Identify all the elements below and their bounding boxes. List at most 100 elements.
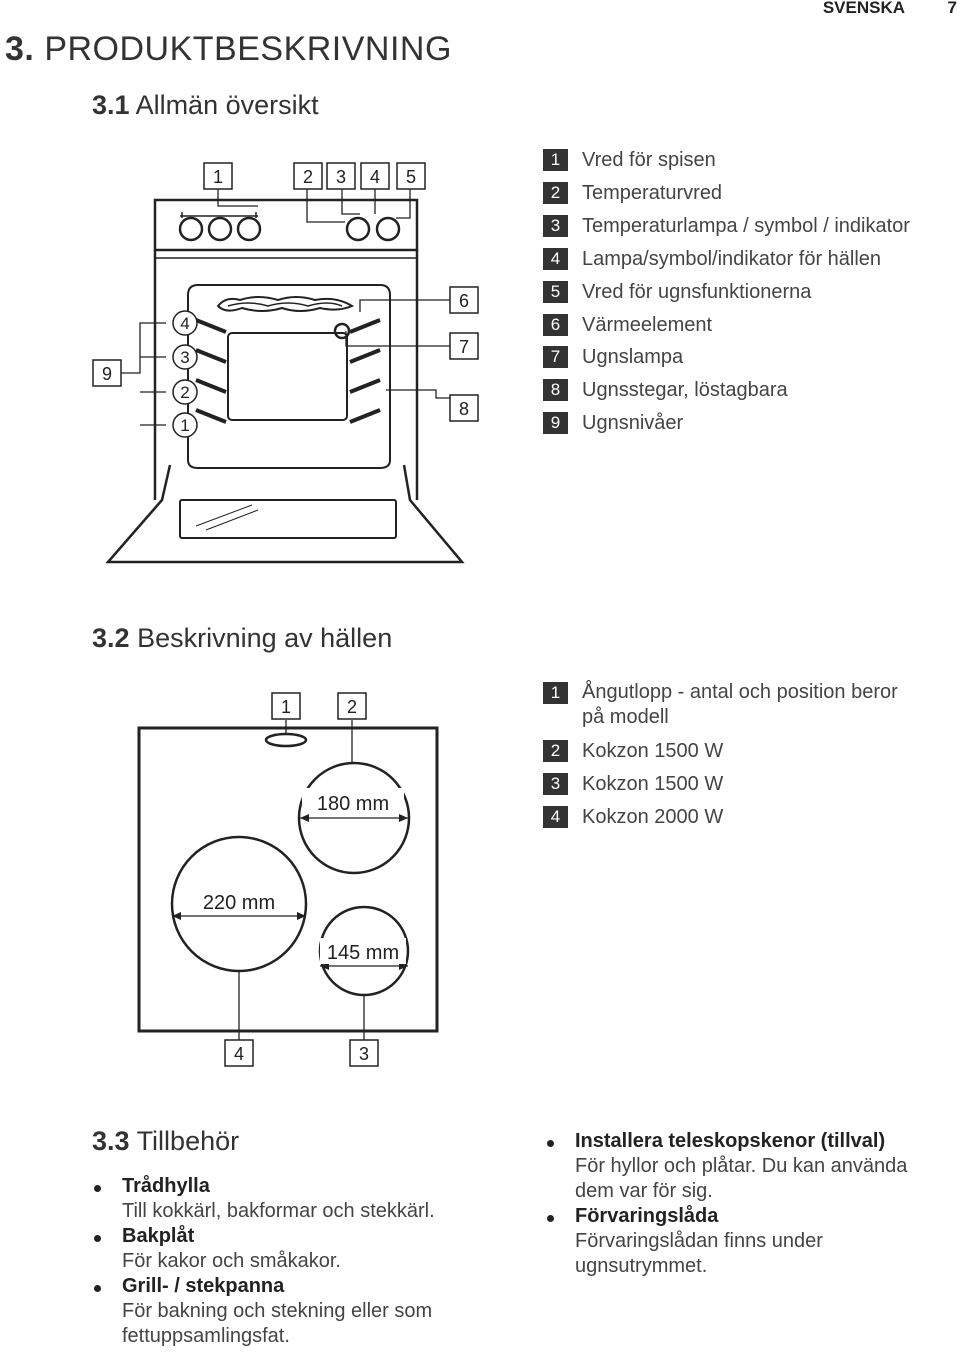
legend-text: Vred för spisen: [582, 148, 716, 171]
hob-callout-2-label: 2: [347, 697, 357, 717]
callout-6-label: 6: [459, 291, 469, 311]
legend-text: Vred för ugnsfunktionerna: [582, 280, 812, 303]
accessory-title: Trådhylla: [122, 1175, 210, 1197]
legend-text: Ugnsstegar, löstagbara: [582, 378, 788, 401]
section-3-2-number: 3.2: [92, 623, 130, 653]
legend-number: 5: [543, 281, 568, 303]
callout-6: 6: [449, 286, 479, 314]
accessory-item: Trådhylla Till kokkärl, bakformar och st…: [90, 1174, 510, 1224]
oven-diagram: 1 2 3 4 5 6 7 8: [92, 162, 479, 564]
hob-knob-3: [236, 216, 262, 242]
hob-callout-3-label: 3: [359, 1044, 369, 1064]
legend-number: 6: [543, 314, 568, 336]
hob-callouts: 1 2 4 3: [224, 692, 379, 1067]
oven-legend-item: 4 Lampa/symbol/indikator för hällen: [543, 246, 881, 272]
zone-3-diameter-label: 145 mm: [327, 942, 399, 964]
legend-number: 2: [543, 740, 568, 762]
accessory-description: Till kokkärl, bakformar och stekkärl.: [122, 1200, 435, 1222]
oven-legend-item: 1 Vred för spisen: [543, 147, 716, 173]
callout-8-label: 8: [459, 399, 469, 419]
legend-text: Kokzon 1500 W: [582, 772, 724, 795]
chapter-title: 3. PRODUKTBESKRIVNING: [5, 30, 452, 69]
level-2-label: 2: [180, 383, 189, 402]
hob-callout-1: 1: [271, 692, 301, 720]
accessory-title: Bakplåt: [122, 1225, 195, 1247]
legend-text: Kokzon 1500 W: [582, 739, 724, 762]
legend-text: Lampa/symbol/indikator för hällen: [582, 247, 882, 270]
accessory-description: För kakor och småkakor.: [122, 1250, 341, 1272]
legend-text: Temperaturlampa / symbol / indikator: [582, 214, 910, 237]
oven-control-panel: [153, 198, 419, 252]
oven-callouts: 1 2 3 4 5 6 7 8: [92, 162, 479, 438]
hob-callout-3: 3: [349, 1039, 379, 1067]
legend-text: Ugnslampa: [582, 345, 684, 368]
hob-callout-4: 4: [224, 1039, 254, 1067]
section-3-3-number: 3.3: [92, 1126, 130, 1156]
accessory-description: fettuppsamlingsfat.: [122, 1325, 290, 1347]
legend-text: Ugnsnivåer: [582, 411, 684, 434]
callout-3-label: 3: [336, 167, 346, 187]
legend-number: 9: [543, 412, 568, 434]
callout-3: 3: [326, 162, 356, 190]
legend-number: 3: [543, 773, 568, 795]
accessory-item: Installera teleskopskenor (tillval) För …: [543, 1129, 953, 1204]
legend-number: 4: [543, 248, 568, 270]
level-4-callout: 4: [172, 310, 198, 336]
accessory-item: Bakplåt För kakor och småkakor.: [90, 1224, 510, 1274]
hob-legend-item: 3 Kokzon 1500 W: [543, 771, 723, 797]
temperature-knob: [345, 216, 371, 242]
callout-7-label: 7: [459, 337, 469, 357]
hob-legend-item: 1 Ångutlopp - antal och position beror p…: [543, 680, 898, 730]
callout-2: 2: [293, 162, 323, 190]
steam-outlet: [264, 732, 308, 748]
oven-legend-item: 8 Ugnsstegar, löstagbara: [543, 377, 788, 403]
legend-number: 2: [543, 182, 568, 204]
legend-number: 4: [543, 806, 568, 828]
legend-number: 8: [543, 379, 568, 401]
hob-callout-2: 2: [337, 692, 367, 720]
section-3-1-heading: 3.1 Allmän översikt: [92, 90, 319, 121]
level-2-callout: 2: [172, 379, 198, 405]
accessory-description: dem var för sig.: [575, 1180, 713, 1202]
chapter-number: 3.: [5, 30, 35, 68]
chapter-title-text: PRODUKTBESKRIVNING: [44, 30, 452, 68]
section-3-2-heading: 3.2 Beskrivning av hällen: [92, 623, 392, 654]
zone-2-diameter-label: 180 mm: [317, 793, 389, 815]
legend-text-line: Ångutlopp - antal och position beror: [582, 681, 898, 703]
accessory-description: För hyllor och plåtar. Du kan använda: [575, 1155, 908, 1177]
oven-legend-item: 3 Temperaturlampa / symbol / indikator: [543, 213, 910, 239]
hob-legend-item: 4 Kokzon 2000 W: [543, 804, 723, 830]
accessory-item: Förvaringslåda Förvaringslådan finns und…: [543, 1204, 953, 1279]
level-1-callout: 1: [172, 412, 198, 438]
level-4-label: 4: [180, 314, 189, 333]
legend-number: 7: [543, 346, 568, 368]
level-3-label: 3: [180, 348, 189, 367]
hob-callout-4-label: 4: [234, 1044, 244, 1064]
callout-5: 5: [396, 162, 426, 190]
section-3-2-title: Beskrivning av hällen: [137, 623, 393, 653]
callout-2-label: 2: [303, 167, 313, 187]
header-language: SVENSKA: [822, 0, 905, 17]
zone-4-diameter-label: 220 mm: [203, 892, 275, 914]
callout-1-label: 1: [213, 167, 223, 187]
accessory-title: Installera teleskopskenor (tillval): [575, 1130, 886, 1152]
callout-9: 9: [92, 359, 122, 387]
accessory-description: För bakning och stekning eller som: [122, 1300, 433, 1322]
page-number: 7: [947, 0, 957, 17]
legend-number: 1: [543, 682, 568, 704]
accessory-title: Grill- / stekpanna: [122, 1275, 285, 1297]
cooking-zone-2: [297, 761, 411, 875]
callout-9-label: 9: [102, 364, 112, 384]
accessory-item: Grill- / stekpanna För bakning och stekn…: [90, 1274, 510, 1349]
callout-8: 8: [449, 394, 479, 422]
hob-knob-1: [178, 216, 204, 242]
accessory-title: Förvaringslåda: [575, 1205, 719, 1227]
legend-text: Kokzon 2000 W: [582, 805, 724, 828]
level-3-callout: 3: [172, 344, 198, 370]
oven-legend-item: 5 Vred för ugnsfunktionerna: [543, 279, 811, 305]
accessory-description: ugnsutrymmet.: [575, 1255, 708, 1277]
callout-5-label: 5: [406, 167, 416, 187]
callout-7: 7: [449, 332, 479, 360]
hob-callout-1-label: 1: [281, 697, 291, 717]
oven-legend-item: 2 Temperaturvred: [543, 180, 722, 206]
